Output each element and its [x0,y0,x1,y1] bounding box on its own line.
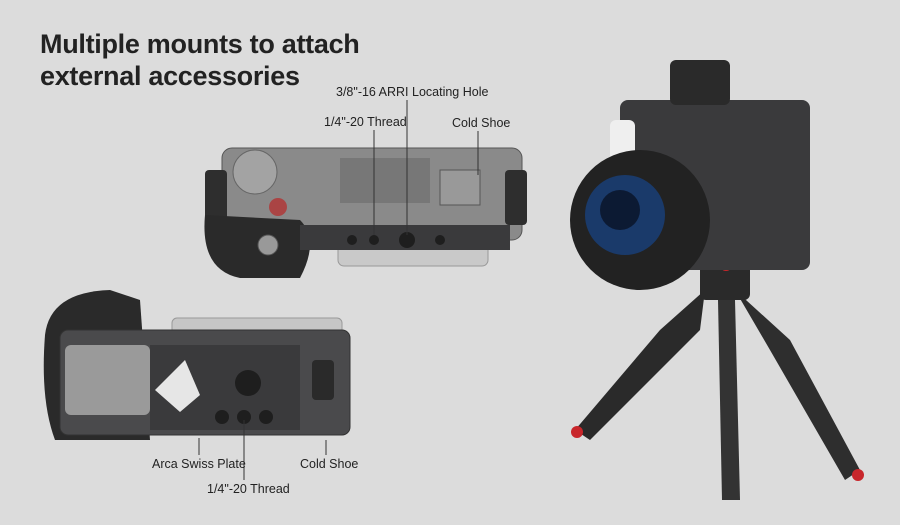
label-arri-locating-hole: 3/8"-16 ARRI Locating Hole [336,85,489,99]
leader-lines [198,100,479,480]
bottom-view-camera-cage [43,290,351,440]
headline: Multiple mounts to attach external acces… [40,28,360,92]
label-bottom-cold-shoe: Cold Shoe [300,457,359,471]
label-arca-swiss-plate: Arca Swiss Plate [152,457,246,471]
label-top-cold-shoe: Cold Shoe [452,116,511,130]
top-view-camera-cage [204,147,527,278]
camera-on-tripod [570,60,864,500]
headline-line-1: Multiple mounts to attach [40,29,360,59]
label-top-thread: 1/4"-20 Thread [324,115,407,129]
headline-line-2: external accessories [40,61,300,91]
label-bottom-thread: 1/4"-20 Thread [207,482,290,496]
